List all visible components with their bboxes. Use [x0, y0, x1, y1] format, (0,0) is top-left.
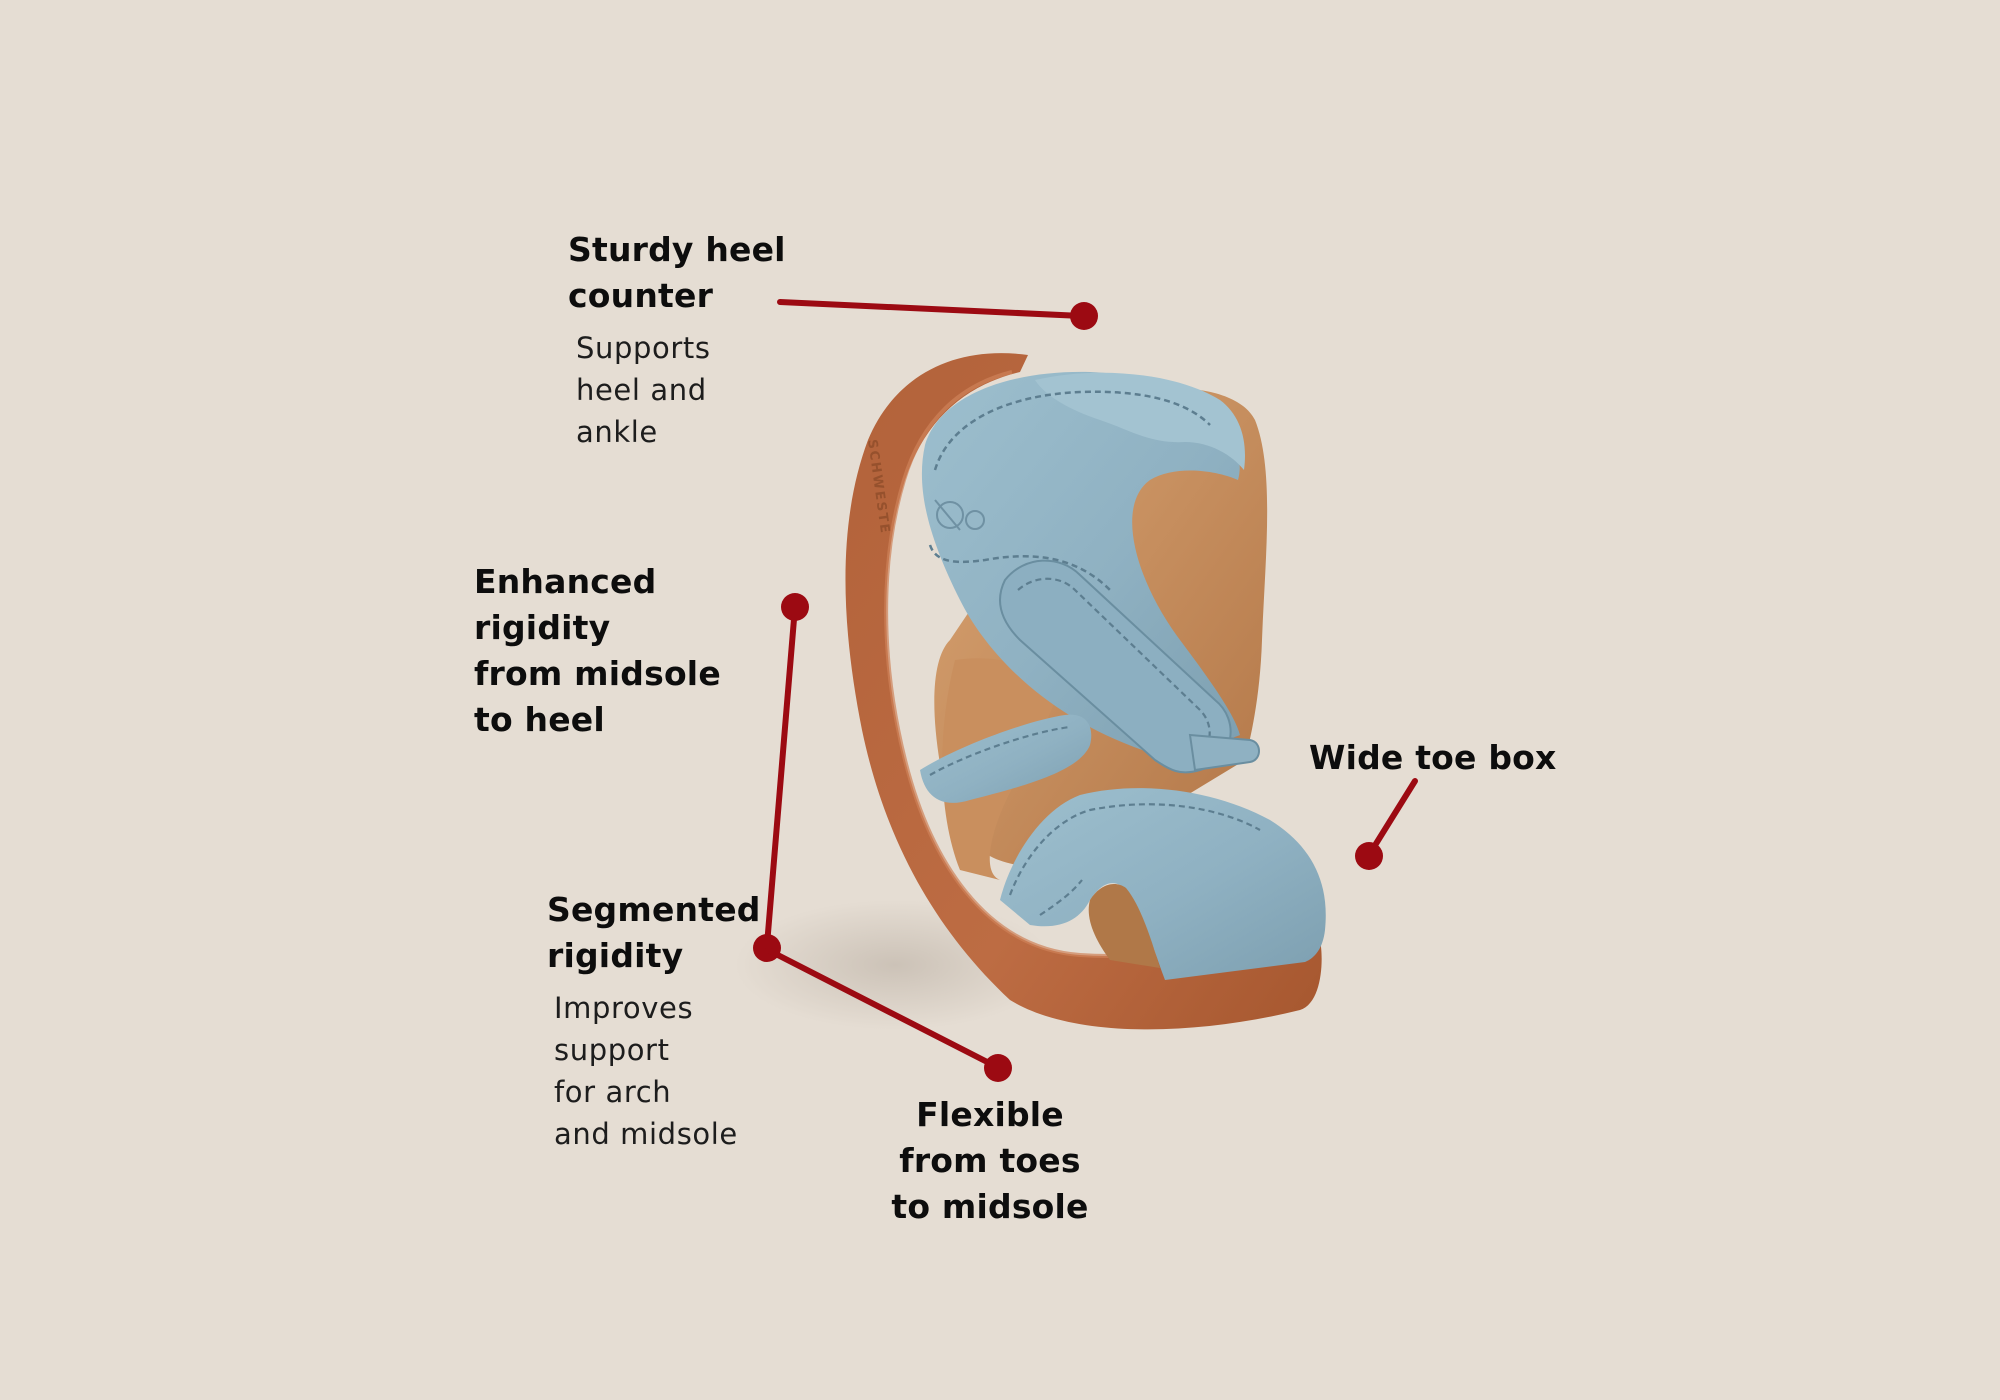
toe-opening: [1088, 884, 1160, 968]
marker-toe-box: [1355, 842, 1383, 870]
callout-segmented-title: Segmented rigidity: [547, 890, 761, 975]
shoe-photo: SCHWESTE: [735, 353, 1326, 1030]
leader-lines: [753, 299, 1418, 1082]
callout-segmented: Segmented rigidity Improves support for …: [547, 887, 761, 1155]
toe-cap: [1000, 788, 1326, 980]
callout-toe-box-title: Wide toe box: [1309, 738, 1557, 777]
heel-collar: [1035, 372, 1245, 470]
callout-toe-box: Wide toe box: [1309, 735, 1557, 781]
marker-rigidity: [781, 593, 809, 621]
marker-flexible: [984, 1054, 1012, 1082]
buckle-tab: [1188, 733, 1260, 772]
leader-rigidity: [764, 604, 798, 948]
leader-heel-counter: [777, 299, 1085, 319]
callout-rigidity-title: Enhanced rigidity from midsole to heel: [474, 562, 721, 739]
callout-flexible: Flexible from toes to midsole: [880, 1092, 1100, 1230]
callout-rigidity: Enhanced rigidity from midsole to heel: [474, 559, 721, 743]
callout-heel-counter-title: Sturdy heel counter: [568, 230, 786, 315]
leader-toe-box: [1366, 778, 1418, 858]
leader-flexible: [765, 947, 1000, 1070]
callout-heel-counter: Sturdy heel counter Supports heel and an…: [568, 227, 786, 453]
stitching: [933, 390, 1211, 471]
callout-segmented-desc: Improves support for arch and midsole: [554, 991, 738, 1151]
embossed-logo: [934, 499, 985, 531]
marker-heel-counter: [1070, 302, 1098, 330]
callout-flexible-title: Flexible from toes to midsole: [891, 1095, 1089, 1226]
side-strap: [920, 714, 1092, 803]
callout-heel-counter-desc: Supports heel and ankle: [576, 331, 711, 449]
